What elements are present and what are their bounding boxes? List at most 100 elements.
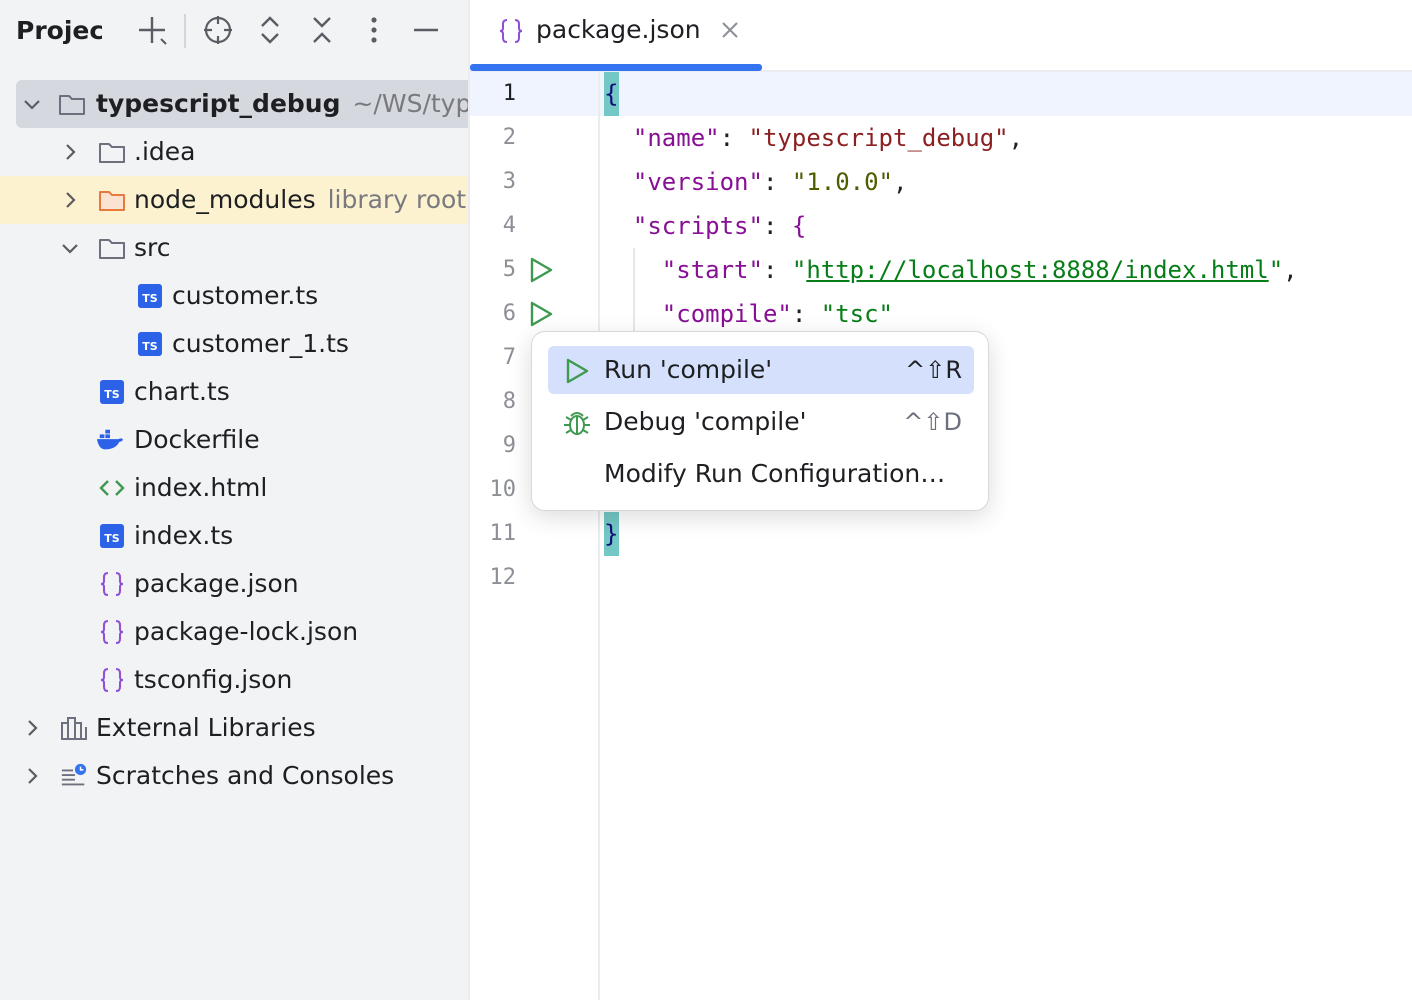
url-link[interactable]: http://localhost:8888/index.html [806,256,1269,284]
library-folder-icon [98,186,126,214]
line-number: 5 [502,257,516,282]
tree-item-label: src [134,233,171,262]
tree-item-label: customer_1.ts [172,329,349,358]
tree-item-label: customer.ts [172,281,319,310]
tree-item-index-html[interactable]: index.html [0,464,468,512]
add-icon[interactable] [134,12,170,48]
collapse-all-icon[interactable] [304,12,340,48]
chevron-down-icon[interactable] [58,236,82,260]
hide-icon[interactable] [408,12,444,48]
close-icon[interactable] [718,18,742,42]
tree-item-label: Dockerfile [134,425,260,454]
folder-icon [98,234,126,262]
json-file-icon [98,570,126,598]
tree-item-customer-1-ts[interactable]: TS customer_1.ts [0,320,468,368]
editor-tab-bar: package.json [470,0,1412,72]
line-number: 12 [489,565,517,590]
json-file-icon [496,16,526,46]
chevron-down-icon[interactable] [20,92,44,116]
menu-item-shortcut: ^⇧R [905,356,962,384]
tree-item-package-json[interactable]: package.json [0,560,468,608]
typescript-file-icon: TS [98,378,126,406]
tree-item-label: External Libraries [96,713,316,742]
run-gutter-icon[interactable] [526,255,556,285]
line-number: 3 [502,169,516,194]
tree-item-label: package-lock.json [134,617,359,646]
run-gutter-icon[interactable] [526,299,556,329]
menu-item-label: Run 'compile' [604,355,773,384]
tree-item-chart-ts[interactable]: TS chart.ts [0,368,468,416]
typescript-file-icon: TS [98,522,126,550]
tree-item-label: index.html [134,473,268,502]
line-number: 7 [502,345,516,370]
tree-item-label: typescript_debug~/WS/typescript_debug [96,89,470,118]
locate-icon[interactable] [200,12,236,48]
chevron-right-icon[interactable] [58,140,82,164]
line-number: 9 [502,433,516,458]
chevron-right-icon[interactable] [20,716,44,740]
folder-icon [98,138,126,166]
code-line: { [604,72,619,116]
more-icon[interactable] [356,12,392,48]
typescript-file-icon: TS [136,282,164,310]
chevron-right-icon[interactable] [58,188,82,212]
code-line: } [604,512,619,556]
tree-item-label: Scratches and Consoles [96,761,395,790]
menu-item-label: Debug 'compile' [604,407,807,436]
editor-gutter: 1 2 3 4 5 6 7 8 9 10 11 12 [470,72,600,1000]
tree-item-label: .idea [134,137,196,166]
tree-item-dockerfile[interactable]: Dockerfile [0,416,468,464]
line-number: 6 [502,301,516,326]
menu-item-shortcut: ^⇧D [903,408,962,436]
tab-label: package.json [536,15,701,44]
tab-package-json[interactable]: package.json [470,0,762,71]
chevron-right-icon[interactable] [20,764,44,788]
active-tab-indicator [470,64,762,71]
code-line: "version": "1.0.0", [632,168,908,196]
json-file-icon [98,618,126,646]
code-line: "name": "typescript_debug", [632,124,1024,152]
project-header: Project [0,0,468,62]
tree-item-package-lock-json[interactable]: package-lock.json [0,608,468,656]
tree-item-label: package.json [134,569,299,598]
line-number: 4 [502,213,516,238]
expand-all-icon[interactable] [252,12,288,48]
tree-item-typescript-debug[interactable]: typescript_debug~/WS/typescript_debug [16,80,468,128]
tree-item-label: tsconfig.json [134,665,293,694]
run-popup-menu: Run 'compile' ^⇧R Debug 'compile' ^⇧D Mo… [531,331,989,511]
run-compile-menu-item[interactable]: Run 'compile' ^⇧R [548,346,974,394]
current-line-highlight [470,72,1412,116]
tree-item-index-ts[interactable]: TS index.ts [0,512,468,560]
tree-item-external-libraries[interactable]: External Libraries [0,704,468,752]
modify-run-configuration-menu-item[interactable]: Modify Run Configuration… [548,450,974,498]
code-line: "scripts": { [632,212,807,240]
html-file-icon [98,474,126,502]
run-icon [562,356,592,386]
menu-item-label: Modify Run Configuration… [604,459,946,488]
project-tool-window: Project typescript_debu [0,0,470,1000]
libraries-icon [60,714,88,742]
tree-item-tsconfig-json[interactable]: tsconfig.json [0,656,468,704]
tree-item-label: index.ts [134,521,234,550]
line-number: 1 [502,81,516,106]
code-line: "compile": "tsc" [661,300,893,328]
code-line: "start": "http://localhost:8888/index.ht… [661,256,1298,284]
scratches-icon [60,762,88,790]
indent-guide [633,248,635,336]
tree-item-src[interactable]: src [0,224,468,272]
tree-item-customer-ts[interactable]: TS customer.ts [0,272,468,320]
line-number: 11 [489,521,517,546]
line-number: 10 [489,477,517,502]
folder-icon [58,90,86,118]
project-title[interactable]: Project [16,16,102,45]
tree-item-label: chart.ts [134,377,230,406]
docker-icon [96,426,124,454]
json-file-icon [98,666,126,694]
typescript-file-icon: TS [136,330,164,358]
tree-item-idea[interactable]: .idea [0,128,468,176]
debug-compile-menu-item[interactable]: Debug 'compile' ^⇧D [548,398,974,446]
tree-item-scratches-and-consoles[interactable]: Scratches and Consoles [0,752,468,800]
line-number: 8 [502,389,516,414]
